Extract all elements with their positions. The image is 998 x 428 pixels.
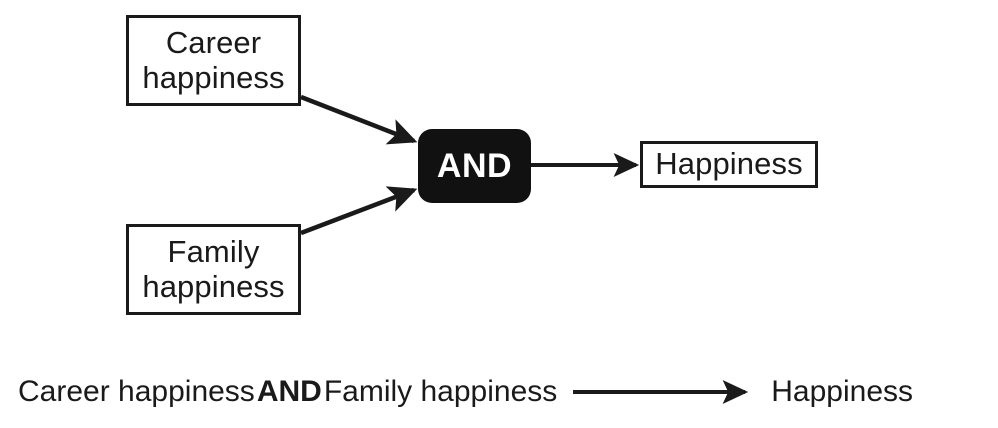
node-happiness-output-label: Happiness bbox=[655, 146, 803, 182]
node-career-happiness-label: Career happiness bbox=[142, 24, 285, 95]
node-and-gate: AND bbox=[418, 129, 531, 203]
node-family-happiness: Family happiness bbox=[126, 224, 301, 315]
formula-caption: Career happiness AND Family happiness Ha… bbox=[18, 372, 988, 412]
edge-family-to-gate bbox=[300, 186, 418, 236]
node-and-gate-label: AND bbox=[436, 146, 513, 185]
node-career-happiness: Career happiness bbox=[126, 15, 301, 106]
formula-operand-right: Family happiness bbox=[323, 375, 558, 408]
node-happiness-output: Happiness bbox=[640, 141, 818, 188]
right-arrow-icon bbox=[573, 380, 755, 404]
formula-result: Happiness bbox=[771, 375, 914, 408]
formula-operator: AND bbox=[256, 375, 322, 408]
formula-operand-left: Career happiness bbox=[18, 375, 255, 408]
node-family-happiness-label: Family happiness bbox=[142, 233, 285, 304]
edge-career-to-gate bbox=[300, 94, 418, 145]
